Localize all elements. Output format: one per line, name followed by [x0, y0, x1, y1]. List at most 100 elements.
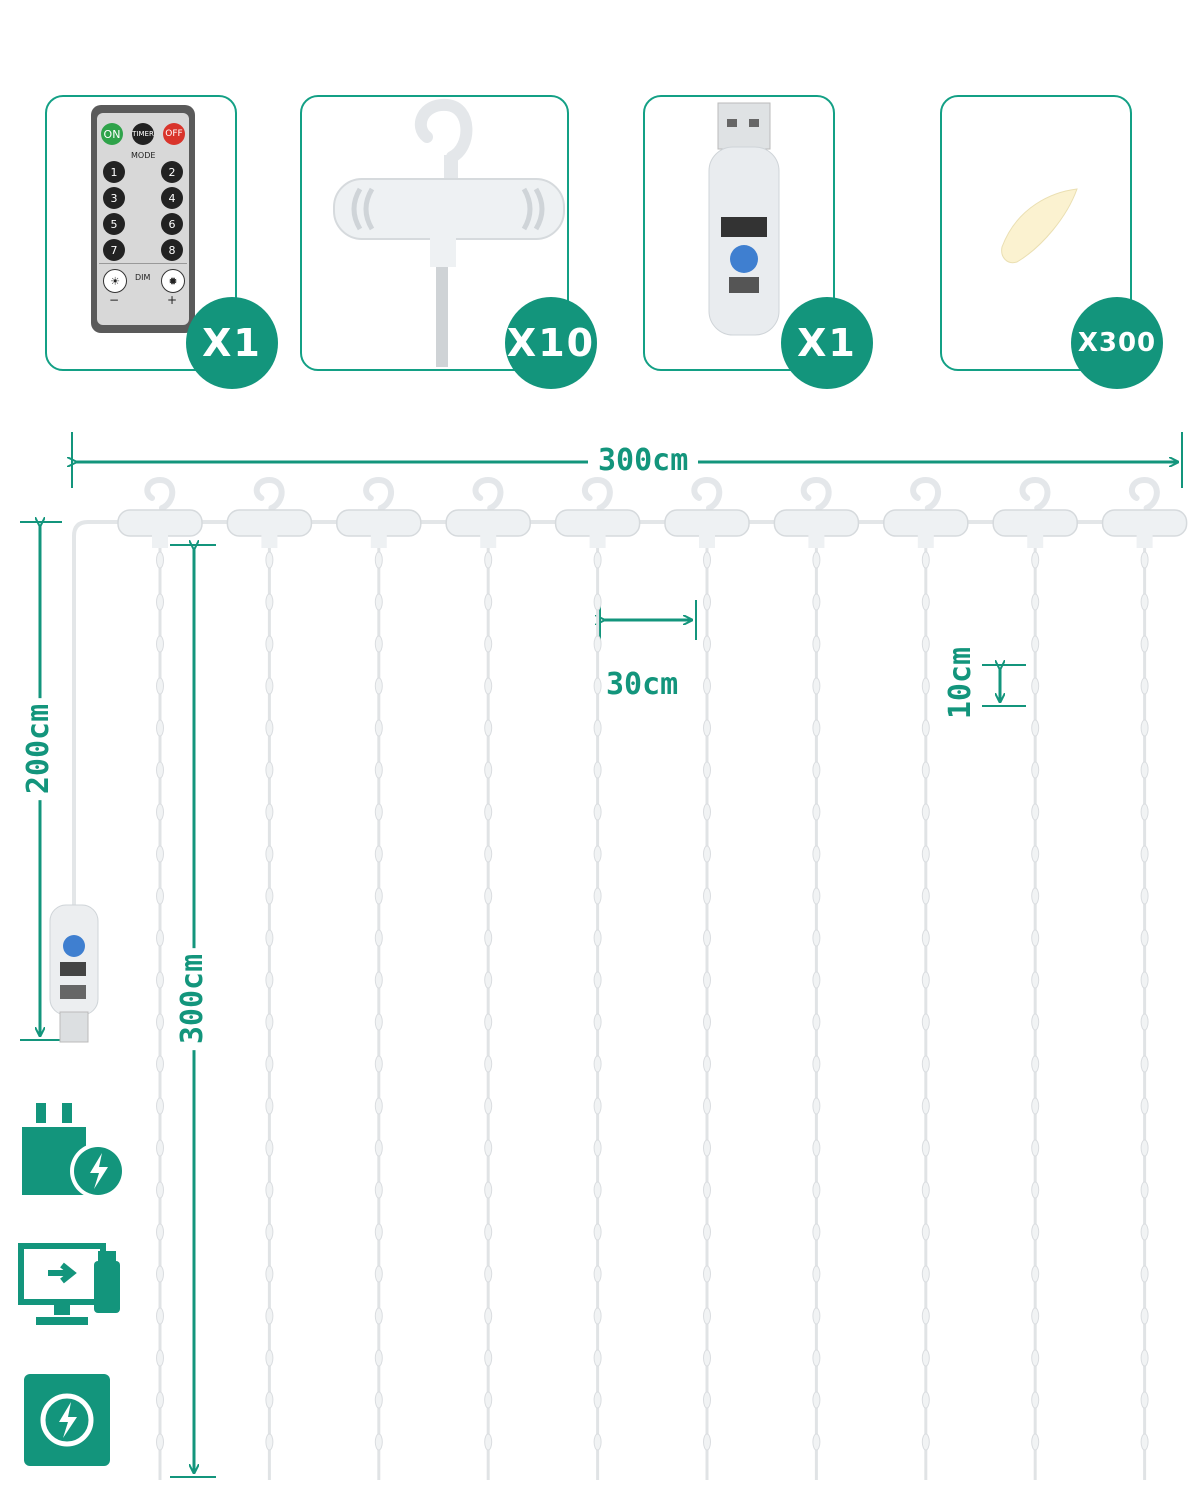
- led-bulb: [156, 1433, 164, 1451]
- led-bulb: [156, 1181, 164, 1199]
- led-bulb: [265, 929, 274, 947]
- led-bulb: [156, 971, 164, 989]
- led-bulb: [593, 1433, 602, 1451]
- led-bulb: [1031, 803, 1040, 821]
- led-bulb: [593, 887, 602, 905]
- led-bulb: [1031, 1223, 1040, 1241]
- usb-controller-image: [708, 102, 780, 336]
- led-bulb: [921, 1181, 930, 1199]
- led-bulb-image: [1001, 188, 1078, 264]
- led-bulb: [156, 1139, 164, 1157]
- led-bulb: [374, 1097, 383, 1115]
- led-bulb: [265, 719, 274, 737]
- led-bulb: [921, 761, 930, 779]
- led-bulb: [921, 1139, 930, 1157]
- led-bulb: [484, 929, 493, 947]
- hook: [883, 476, 969, 548]
- led-bulb: [593, 1013, 602, 1031]
- led-bulb: [703, 593, 711, 611]
- led-bulb: [921, 1055, 930, 1073]
- led-bulb: [703, 1055, 711, 1073]
- minus-label: −: [109, 293, 120, 307]
- led-bulb: [1140, 593, 1149, 611]
- hook: [226, 476, 313, 548]
- key-7: 7: [103, 239, 125, 261]
- led-bulb: [265, 677, 274, 695]
- led-bulb: [593, 551, 602, 569]
- led-bulb: [812, 1391, 821, 1409]
- led-bulb: [1140, 887, 1149, 905]
- led-bulb: [812, 1097, 821, 1115]
- led-bulb: [484, 887, 493, 905]
- lead-usb-controller: [49, 904, 99, 1043]
- hook: [445, 476, 531, 548]
- remote-count-badge: X1: [186, 297, 278, 389]
- led-bulb: [374, 1391, 383, 1409]
- led-bulb: [593, 593, 602, 611]
- led-bulb: [812, 803, 821, 821]
- led-bulb: [265, 887, 274, 905]
- led-bulb: [484, 1433, 493, 1451]
- led-bulb: [921, 929, 930, 947]
- led-bulb: [703, 719, 711, 737]
- led-bulb: [265, 1013, 274, 1031]
- led-bulb: [265, 1349, 274, 1367]
- hook: [554, 476, 641, 548]
- key-2: 2: [161, 161, 183, 183]
- led-bulb: [1140, 1223, 1149, 1241]
- led-bulb: [156, 1055, 164, 1073]
- led-bulb: [812, 719, 821, 737]
- led-bulb: [484, 1055, 493, 1073]
- led-bulb: [374, 1013, 383, 1031]
- led-bulb: [374, 635, 383, 653]
- led-bulb: [593, 1391, 602, 1409]
- led-bulb: [1031, 1391, 1040, 1409]
- key-1: 1: [103, 161, 125, 183]
- led-bulb: [703, 1139, 711, 1157]
- led-bulb: [921, 677, 930, 695]
- led-bulb: [156, 1097, 164, 1115]
- led-bulb: [374, 1433, 383, 1451]
- led-bulb: [593, 719, 602, 737]
- led-bulb: [812, 929, 821, 947]
- led-bulb: [265, 761, 274, 779]
- led-bulb: [593, 761, 602, 779]
- led-bulb: [265, 593, 274, 611]
- led-bulb: [812, 1055, 821, 1073]
- led-bulb: [484, 803, 493, 821]
- led-bulb: [812, 887, 821, 905]
- led-bulb: [156, 1307, 164, 1325]
- led-bulb: [921, 887, 930, 905]
- led-bulb: [484, 551, 493, 569]
- led-bulb: [703, 1013, 711, 1031]
- led-bulb: [703, 1097, 711, 1115]
- key-4: 4: [161, 187, 183, 209]
- dim-label: DIM: [135, 273, 151, 282]
- led-bulb: [593, 1223, 602, 1241]
- led-bulb: [921, 1349, 930, 1367]
- led-bulb: [1140, 929, 1149, 947]
- led-bulb: [484, 1391, 493, 1409]
- led-bulb: [1140, 1307, 1149, 1325]
- led-bulb: [374, 1349, 383, 1367]
- led-bulb: [156, 803, 164, 821]
- led-bulb: [1031, 845, 1040, 863]
- led-bulb: [812, 551, 821, 569]
- led-bulb: [703, 1181, 711, 1199]
- led-bulb: [1140, 1097, 1149, 1115]
- led-bulb: [921, 1013, 930, 1031]
- led-bulb: [921, 635, 930, 653]
- mode-label: MODE: [131, 151, 156, 160]
- key-8: 8: [161, 239, 183, 261]
- led-bulb: [1140, 1265, 1149, 1283]
- led-bulb: [1031, 1349, 1040, 1367]
- bulb-spacing-label: 10cm: [943, 642, 978, 724]
- led-bulb: [1031, 719, 1040, 737]
- hook: [1101, 476, 1188, 548]
- timer-key: TIMER: [132, 123, 154, 145]
- led-bulb: [156, 887, 164, 905]
- led-bulb: [1031, 929, 1040, 947]
- led-bulb: [156, 1391, 164, 1409]
- led-bulb: [265, 1097, 274, 1115]
- led-bulb: [812, 1223, 821, 1241]
